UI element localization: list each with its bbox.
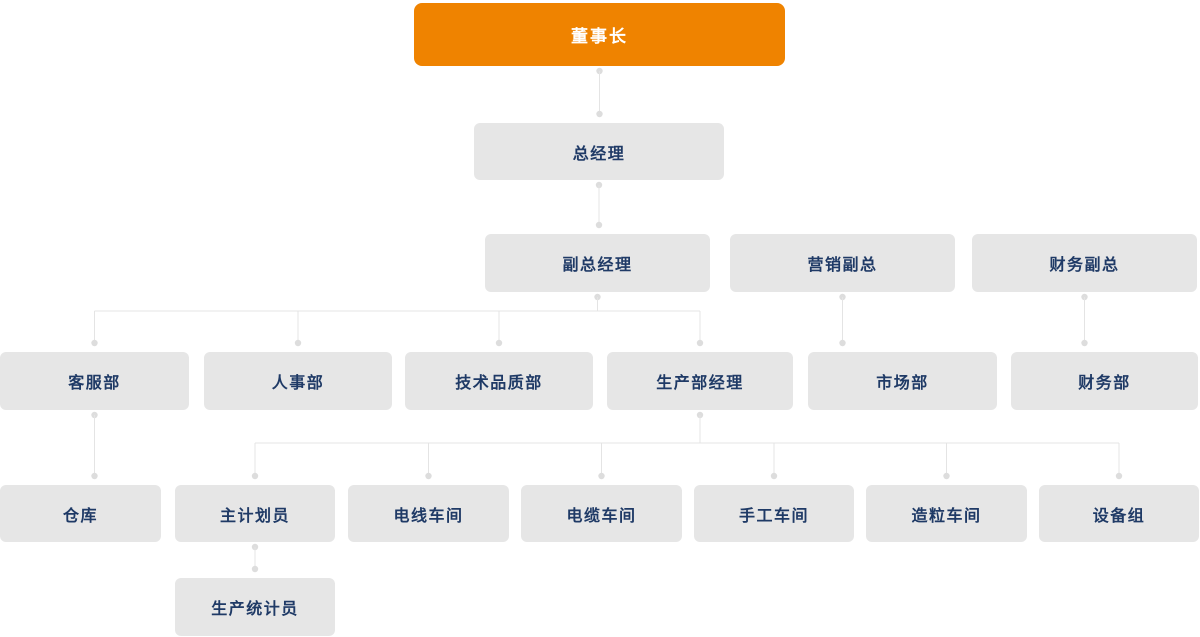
org-node-hr-dept: 人事部 [204, 352, 392, 410]
connector-dot [770, 472, 778, 480]
connector-dot [943, 472, 950, 480]
connector-dot [425, 472, 432, 480]
org-node-granulation-workshop: 造粒车间 [866, 485, 1027, 542]
org-node-chief-planner: 主计划员 [175, 485, 335, 542]
org-node-label: 设备组 [1092, 507, 1146, 525]
org-node-market-dept: 市场部 [808, 352, 997, 410]
connector-dot [251, 565, 259, 573]
connector-dot [1115, 472, 1123, 480]
org-node-tech-quality-dept: 技术品质部 [405, 352, 593, 410]
org-node-cable-workshop: 电缆车间 [521, 485, 682, 542]
connector-dot [696, 339, 704, 347]
org-node-label: 市场部 [876, 375, 929, 392]
org-node-marketing-vp: 营销副总 [730, 234, 955, 292]
org-node-label: 财务部 [1078, 375, 1131, 392]
org-node-customer-service-dept: 客服部 [0, 352, 189, 410]
org-node-label: 生产部经理 [656, 375, 744, 392]
org-node-label: 技术品质部 [455, 375, 543, 392]
org-node-label: 董事长 [571, 27, 628, 46]
org-node-equipment-group: 设备组 [1039, 485, 1199, 542]
org-node-chairman: 董事长 [414, 3, 785, 66]
org-node-warehouse: 仓库 [0, 485, 161, 542]
connector-dot [1081, 339, 1088, 347]
org-node-finance-dept: 财务部 [1011, 352, 1198, 410]
org-node-label: 总经理 [572, 145, 626, 163]
org-node-production-dept-manager: 生产部经理 [607, 352, 793, 410]
org-node-label: 手工车间 [738, 507, 809, 525]
org-node-label: 客服部 [68, 375, 121, 392]
org-node-label: 造粒车间 [911, 507, 982, 525]
org-node-label: 生产统计员 [211, 601, 299, 618]
connector-dot [595, 221, 603, 229]
org-node-finance-vp: 财务副总 [972, 234, 1197, 292]
org-node-label: 人事部 [271, 375, 325, 392]
connector-dot [294, 339, 302, 347]
org-node-label: 主计划员 [219, 507, 290, 525]
org-node-label: 财务副总 [1049, 257, 1120, 274]
org-node-wire-workshop: 电线车间 [348, 485, 509, 542]
org-node-label: 营销副总 [807, 257, 878, 274]
org-node-label: 电缆车间 [566, 507, 637, 525]
org-node-label: 电线车间 [393, 507, 464, 525]
org-node-deputy-general-manager: 副总经理 [485, 234, 710, 292]
org-node-production-statistician: 生产统计员 [175, 578, 335, 636]
connector-dot [839, 339, 846, 347]
connector-dot [598, 472, 605, 480]
connector-dot [495, 339, 503, 347]
org-node-general-manager: 总经理 [474, 123, 724, 180]
connector-dot [251, 472, 259, 480]
connector-dot [91, 339, 98, 347]
org-node-label: 仓库 [62, 507, 98, 525]
connector-dot [596, 110, 603, 118]
org-node-label: 副总经理 [562, 257, 633, 274]
org-node-manual-workshop: 手工车间 [694, 485, 854, 542]
connector-dot [91, 472, 98, 480]
